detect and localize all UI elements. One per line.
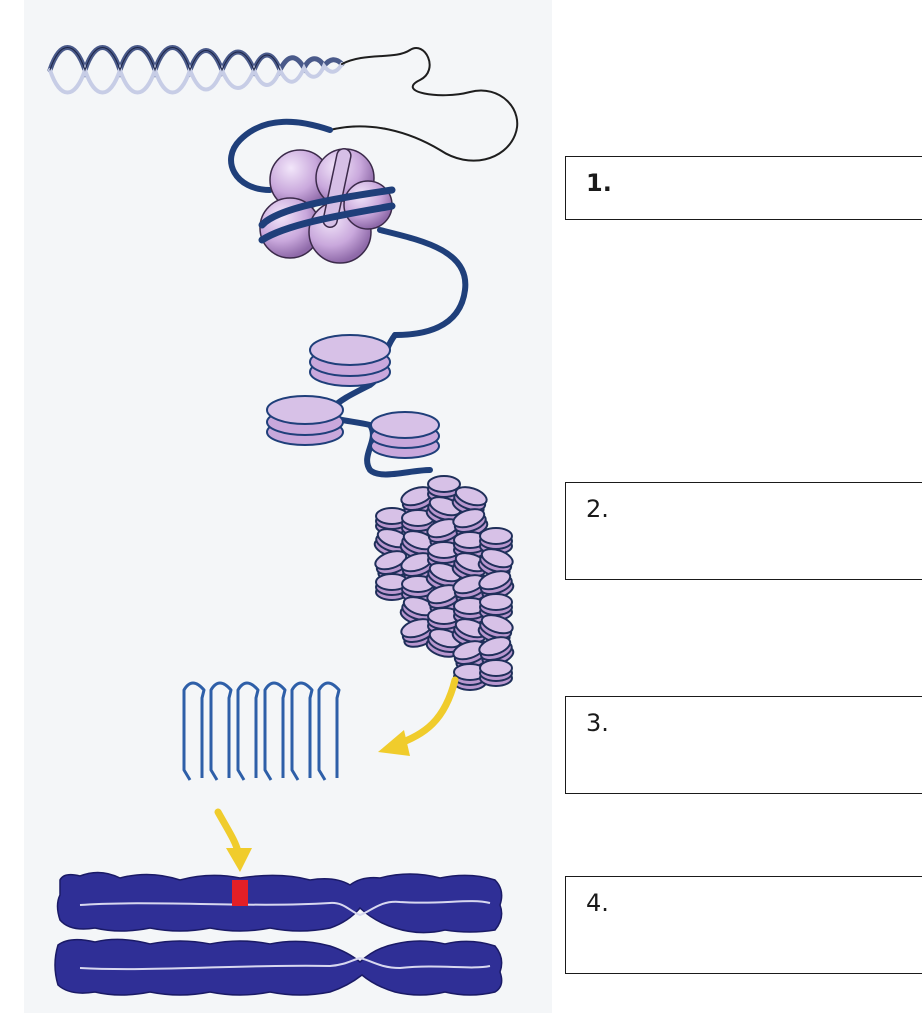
- chromatin-loops: [184, 683, 339, 780]
- nucleosome-disc: [371, 412, 439, 458]
- chromosome: [55, 872, 502, 995]
- chromatin-fiber: [372, 476, 515, 690]
- chromatin-loop: [238, 683, 258, 780]
- helix-strand-a: [50, 48, 342, 71]
- nucleosome-disc: [267, 396, 343, 445]
- answer-box-2[interactable]: 2.: [565, 482, 922, 580]
- nucleosome-disc: [310, 335, 390, 386]
- answer-label-3: 3.: [586, 709, 609, 737]
- answer-label-4: 4.: [586, 889, 609, 917]
- chromatin-loop: [265, 683, 285, 780]
- answer-box-3[interactable]: 3.: [565, 696, 922, 794]
- answer-label-1: 1.: [586, 169, 612, 197]
- dna-thin-tail: [330, 48, 517, 161]
- beads-on-string: [267, 335, 439, 474]
- packed-nucleosome: [480, 660, 512, 686]
- nucleosome: [231, 122, 465, 335]
- chromatin-loop: [211, 683, 231, 780]
- answer-box-4[interactable]: 4.: [565, 876, 922, 974]
- answer-box-1[interactable]: 1.: [565, 156, 922, 220]
- answer-label-2: 2.: [586, 495, 609, 523]
- curved-arrow-icon: [378, 680, 455, 756]
- chromatin-packing-diagram: [0, 0, 560, 1013]
- centromere-band: [232, 880, 248, 906]
- dna-double-helix: [50, 48, 517, 161]
- chromatin-loop: [184, 683, 204, 780]
- helix-strand-b: [50, 64, 342, 93]
- chromatin-loop: [292, 683, 312, 780]
- chromatin-loop: [319, 683, 339, 780]
- curved-arrow-icon: [218, 812, 252, 872]
- dna-linker-lower: [380, 230, 465, 335]
